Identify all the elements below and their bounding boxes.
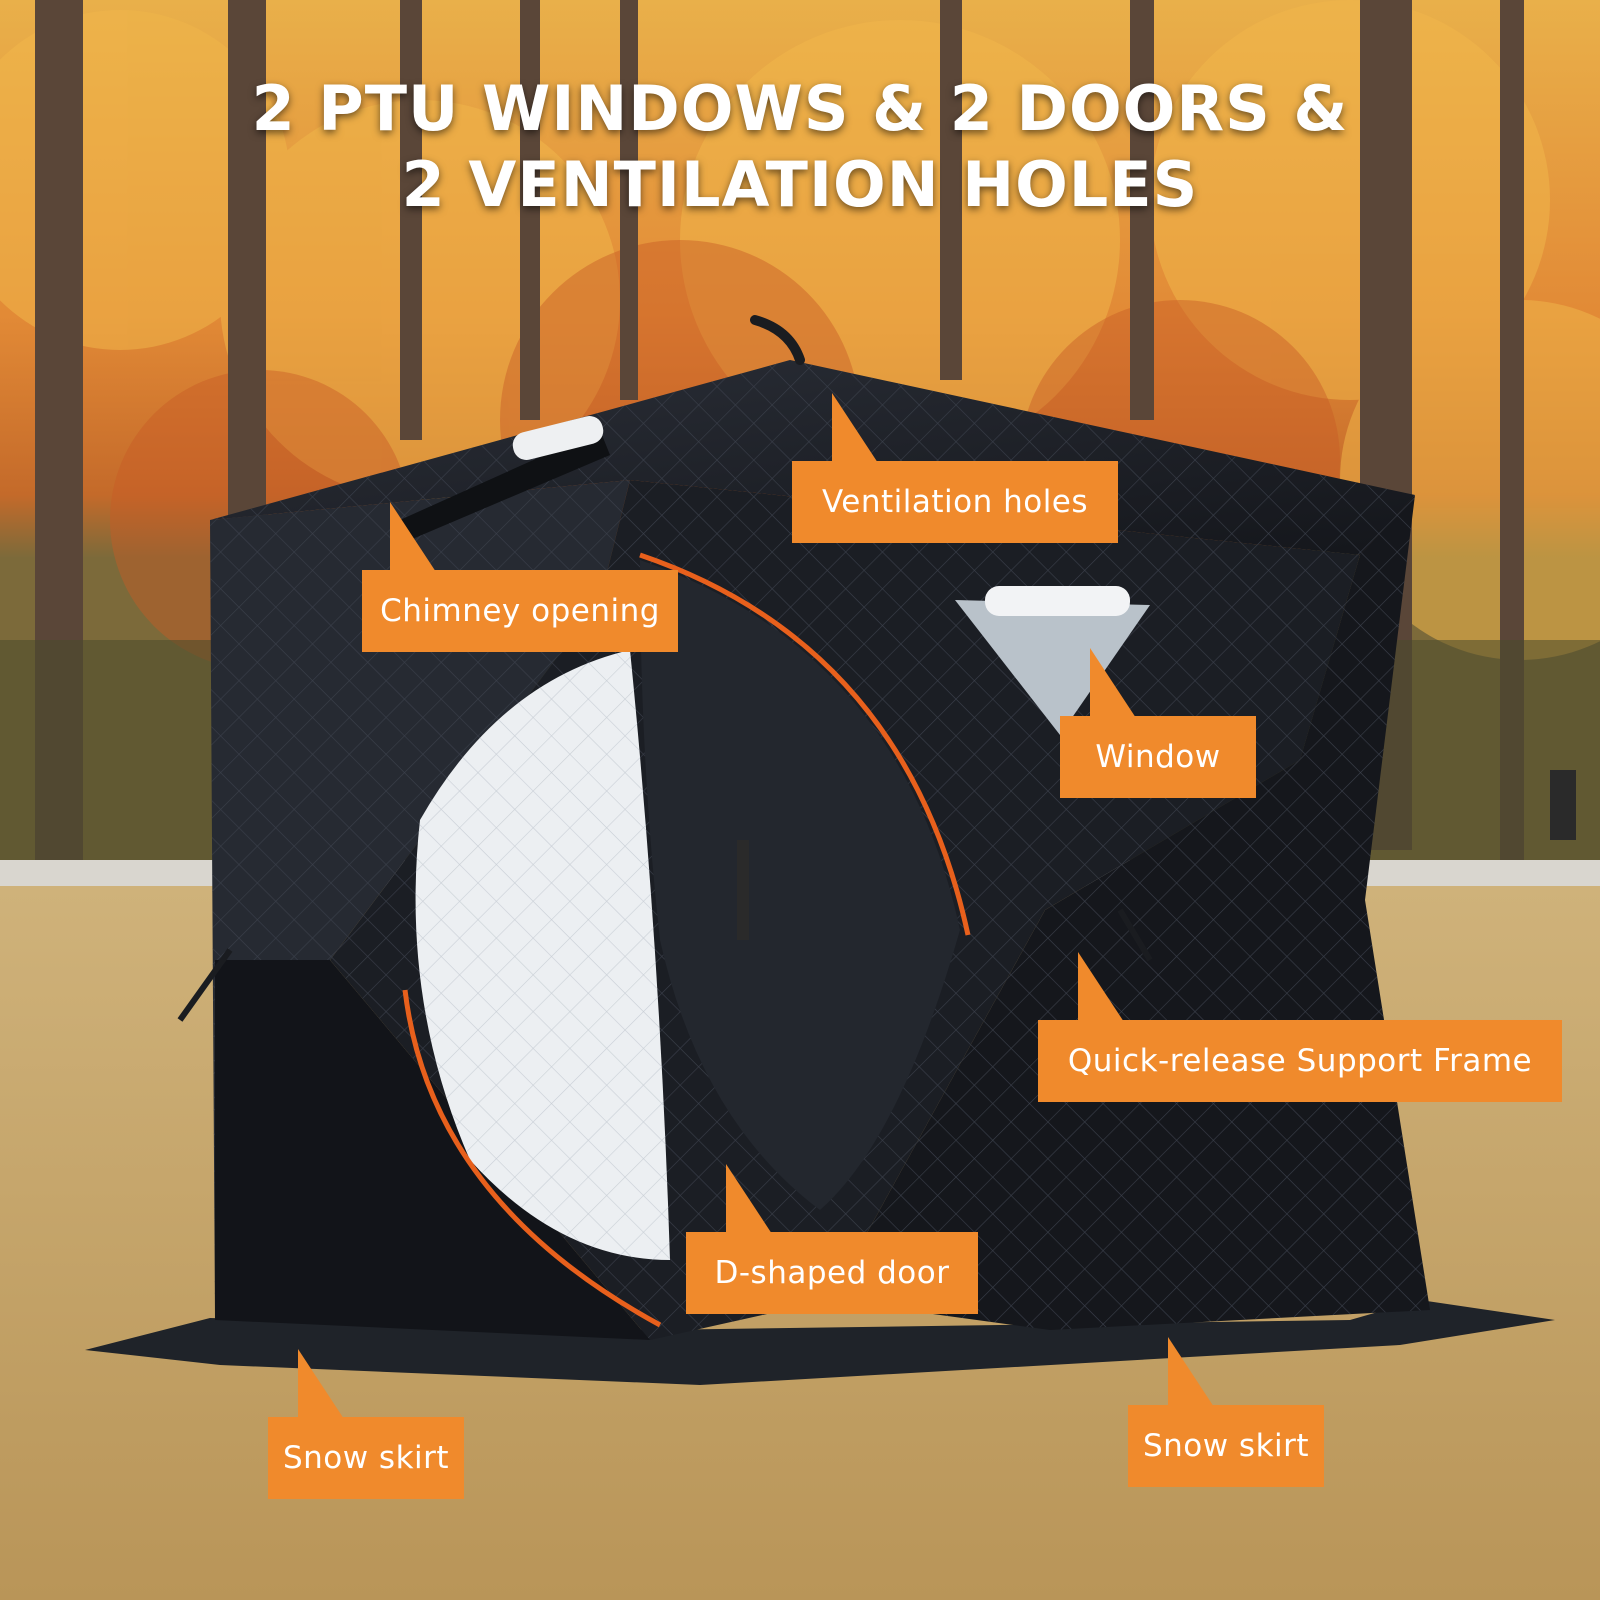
callout-pointer: [298, 1349, 344, 1419]
callout-pointer: [390, 502, 436, 572]
callout-label: Window: [1095, 739, 1221, 775]
snow-skirt: [85, 1300, 1555, 1385]
lamp-post: [1550, 770, 1576, 840]
callout-quick-release-frame: Quick-release Support Frame: [1038, 952, 1562, 1102]
callout-snow-skirt-left: Snow skirt: [268, 1349, 464, 1499]
callout-d-shaped-door: D-shaped door: [686, 1164, 978, 1314]
d-shaped-door-opening: [640, 560, 960, 1210]
door-zipper: [639, 552, 971, 936]
callout-ventilation-holes: Ventilation holes: [792, 393, 1118, 543]
frame-strap-right: [1117, 908, 1153, 962]
callout-snow-skirt-right: Snow skirt: [1128, 1337, 1324, 1487]
window-pane: [955, 600, 1150, 735]
roof-handle: [750, 315, 805, 365]
callout-pointer: [1078, 952, 1124, 1022]
callout-label: Snow skirt: [1142, 1428, 1310, 1464]
window-roll: [985, 586, 1130, 616]
callout-pointer: [1168, 1337, 1214, 1407]
chimney-roll: [512, 416, 604, 460]
ground-stake: [737, 840, 749, 940]
callout-pointer: [1090, 648, 1136, 718]
callout-label: Quick-release Support Frame: [1067, 1043, 1533, 1079]
frame-strap-left: [177, 948, 233, 1022]
chimney-opening: [400, 430, 610, 540]
callout-window: Window: [1060, 648, 1256, 798]
callout-pointer: [726, 1164, 772, 1234]
callout-label: Ventilation holes: [821, 484, 1089, 520]
headline-line-1: 2 PTU WINDOWS & 2 DOORS &: [251, 72, 1349, 145]
callout-label: D-shaped door: [714, 1255, 950, 1291]
headline-line-2: 2 VENTILATION HOLES: [401, 148, 1199, 221]
door-zipper-lower: [402, 989, 662, 1328]
callout-label: Snow skirt: [282, 1440, 450, 1476]
callout-label: Chimney opening: [380, 593, 660, 629]
callout-pointer: [832, 393, 878, 463]
callout-chimney-opening: Chimney opening: [362, 502, 678, 652]
